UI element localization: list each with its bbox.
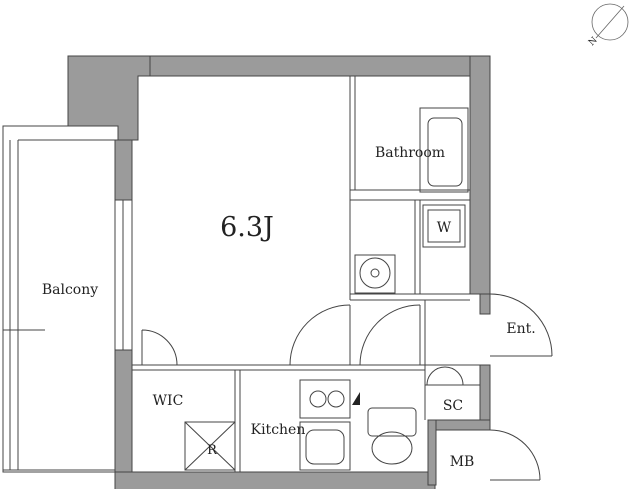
fridge-marker-icon [352, 392, 360, 405]
washbasin [354, 254, 396, 294]
balcony-area [2, 125, 119, 473]
bathroom-label: Bathroom [375, 145, 445, 161]
compass-north-label: N [587, 35, 600, 48]
washer-label: W [437, 220, 452, 236]
exterior-walls [67, 55, 491, 489]
sink [299, 421, 351, 471]
bathtub [419, 107, 469, 193]
toilet [367, 407, 417, 465]
washer-space [422, 204, 466, 248]
interior-partitions [132, 76, 480, 472]
main-room-label: 6.3J [220, 212, 274, 243]
wic-label: WIC [153, 393, 184, 409]
meter-box-label: MB [450, 454, 475, 470]
fridge-space [184, 421, 236, 471]
fridge-label: R [207, 443, 218, 458]
door-swings [141, 293, 553, 481]
balcony-label: Balcony [42, 282, 98, 298]
kitchen-label: Kitchen [251, 422, 306, 438]
shoe-cabinet-label: SC [443, 398, 463, 414]
stove [299, 379, 351, 419]
west-window [114, 199, 133, 351]
compass-icon [591, 3, 629, 41]
entrance-label: Ent. [506, 321, 535, 337]
